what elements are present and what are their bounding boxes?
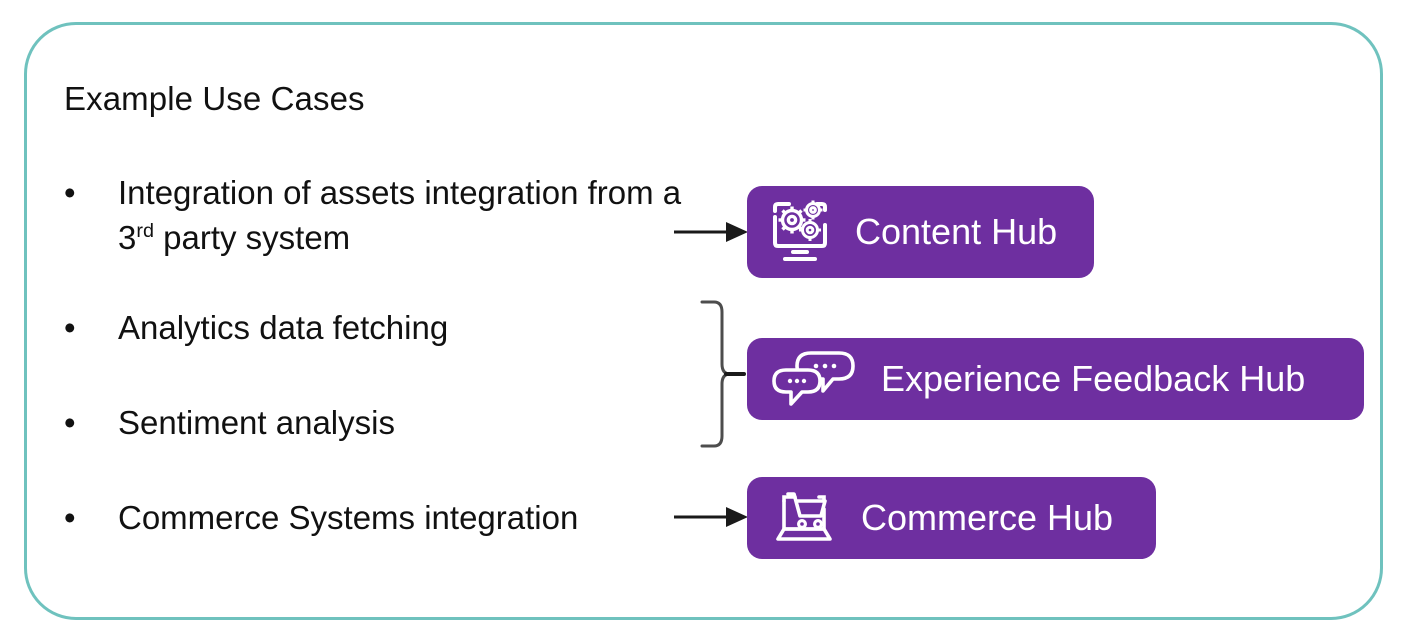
hub-card-label: Commerce Hub — [861, 497, 1114, 538]
hub-card-label: Experience Feedback Hub — [881, 358, 1306, 399]
list-item-label: Integration of assets integration from a… — [118, 170, 684, 260]
list-item-text-after: party system — [153, 219, 351, 256]
bullet-marker-icon: • — [64, 404, 76, 441]
laptop-cart-icon — [769, 487, 839, 549]
slide-frame-border — [24, 22, 1383, 620]
list-item: • Integration of assets integration from… — [64, 170, 684, 260]
list-item-label: Commerce Systems integration — [118, 499, 579, 536]
bullet-marker-icon: • — [64, 309, 76, 346]
list-item-text-before: Integration of assets integration from a… — [118, 174, 691, 256]
list-item-label: Sentiment analysis — [118, 404, 395, 441]
arrow-to-content-hub-icon — [674, 222, 748, 242]
page-title: Example Use Cases — [64, 80, 365, 117]
list-item-label: Analytics data fetching — [118, 309, 449, 346]
bullet-marker-icon: • — [64, 499, 76, 536]
hub-card-content-hub[interactable]: Content Hub — [747, 186, 1094, 278]
list-item: • Commerce Systems integration — [64, 495, 704, 540]
brace-to-experience-feedback-hub-icon — [700, 300, 746, 448]
list-item-superscript: rd — [136, 220, 154, 242]
monitor-gears-icon — [765, 199, 839, 265]
hub-card-label: Content Hub — [855, 211, 1058, 252]
list-item: • Sentiment analysis — [64, 400, 684, 445]
chat-bubbles-icon — [771, 350, 857, 408]
bullet-marker-icon: • — [64, 174, 76, 211]
hub-card-commerce-hub[interactable]: Commerce Hub — [747, 477, 1156, 559]
arrow-to-commerce-hub-icon — [674, 507, 748, 527]
list-item: • Analytics data fetching — [64, 305, 684, 350]
hub-card-experience-feedback-hub[interactable]: Experience Feedback Hub — [747, 338, 1364, 420]
